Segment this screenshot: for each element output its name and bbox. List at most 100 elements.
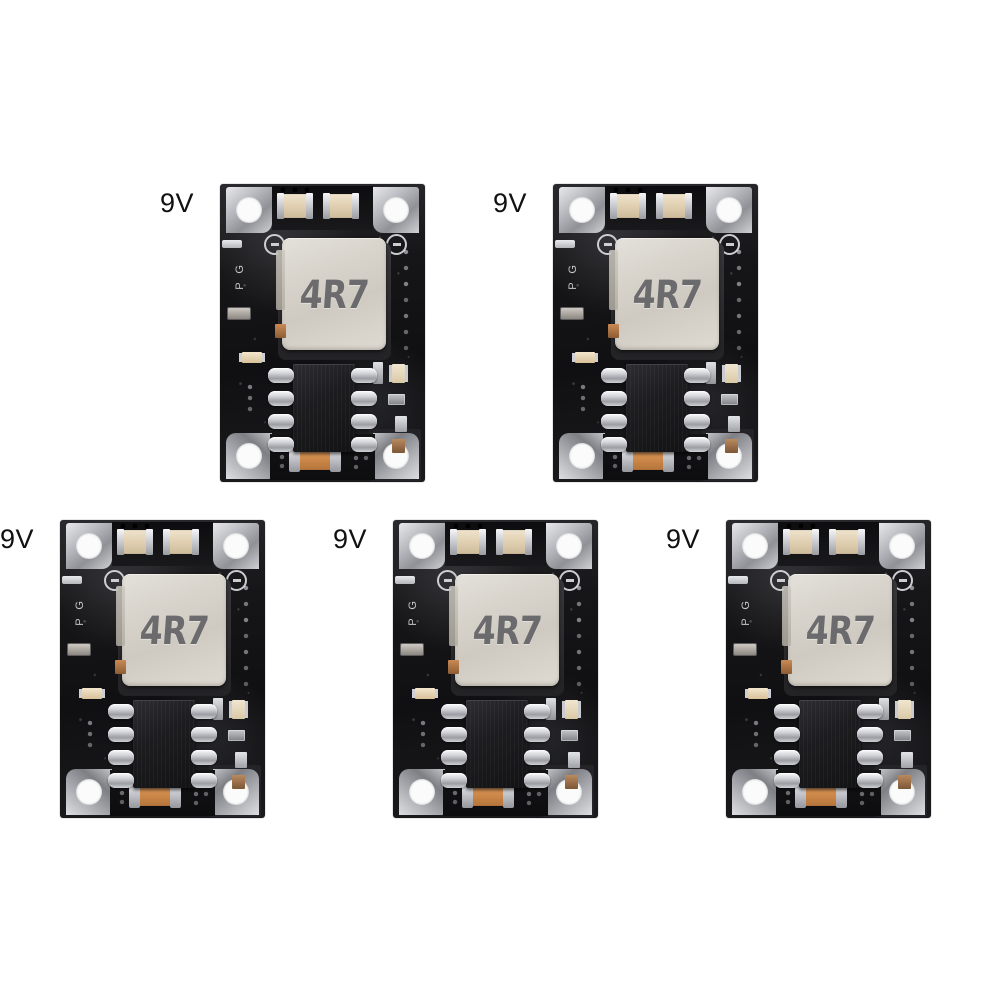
- ic-pin: [684, 437, 710, 452]
- smd-component-right: [213, 698, 223, 720]
- ic-pin: [351, 437, 377, 452]
- smd-component-right: [232, 775, 245, 789]
- via-group-bottom-left: [118, 780, 126, 806]
- ic-pin: [857, 727, 883, 742]
- inductor-marking-text: 4R7: [804, 606, 876, 654]
- converter-module[interactable]: 9V P G 4R7: [333, 508, 633, 828]
- mounting-hole-bottom-left: [226, 433, 272, 479]
- ic-pin: [191, 773, 217, 788]
- ic-pin: [774, 727, 800, 742]
- via-column-right: [735, 246, 744, 366]
- mounting-hole-top-left: [399, 523, 445, 569]
- smd-capacitor-top-right: [163, 529, 199, 555]
- via-dots-top: [118, 523, 168, 530]
- ic-pin: [268, 437, 294, 452]
- ic-pin: [524, 750, 550, 765]
- smd-component-right: [546, 698, 556, 720]
- smd-component-right: [898, 775, 911, 789]
- ic-pin: [601, 391, 627, 406]
- regulator-ic: [466, 700, 528, 788]
- hole-circle: [236, 443, 262, 469]
- smd-capacitor-top-left: [610, 193, 646, 219]
- hole-circle: [742, 533, 768, 559]
- ic-pin: [524, 727, 550, 742]
- converter-module[interactable]: 9V P G 4R7: [666, 508, 966, 828]
- ic-pin: [441, 773, 467, 788]
- smd-capacitor-left: [82, 688, 102, 699]
- smd-component-right: [373, 362, 383, 384]
- smd-resistor-left-edge: [734, 644, 756, 655]
- ic-pin: [441, 750, 467, 765]
- hole-circle: [742, 779, 768, 805]
- smd-component-right: [565, 700, 578, 719]
- via-dots-top: [784, 523, 834, 530]
- smd-capacitor-left: [242, 352, 262, 363]
- smd-resistor-left-edge: [401, 644, 423, 655]
- pcb-board: P G 4R7: [726, 520, 931, 818]
- converter-module[interactable]: 9V P G 4R7: [493, 172, 793, 492]
- via-column-left: [246, 382, 255, 412]
- hole-circle: [889, 533, 915, 559]
- inductor-copper-terminal: [448, 660, 459, 674]
- ic-pin: [601, 368, 627, 383]
- via-column-left: [752, 718, 761, 748]
- mounting-hole-bottom-left: [559, 433, 605, 479]
- smd-capacitor-top-left: [277, 193, 313, 219]
- regulator-ic: [293, 364, 355, 452]
- edge-trace-nub: [395, 576, 415, 584]
- mounting-hole-top-right: [546, 523, 592, 569]
- silkscreen-pg-label: P G: [74, 598, 86, 626]
- edge-trace-nub: [728, 576, 748, 584]
- via-column-right: [242, 582, 251, 702]
- smd-capacitor-top-left: [450, 529, 486, 555]
- inductor-marking-text: 4R7: [298, 270, 370, 318]
- ic-pin: [351, 414, 377, 429]
- mounting-hole-top-right: [879, 523, 925, 569]
- via-dots-top: [451, 523, 501, 530]
- via-dots-top: [611, 187, 661, 194]
- via-column-left: [86, 718, 95, 748]
- via-column-right: [908, 582, 917, 702]
- smd-capacitor-left: [575, 352, 595, 363]
- smd-component-right: [565, 775, 578, 789]
- inductor-side-notch: [449, 586, 458, 646]
- smd-resistor-left-edge: [561, 308, 583, 319]
- power-inductor: 4R7: [122, 574, 226, 686]
- inductor-copper-terminal: [608, 324, 619, 338]
- converter-module[interactable]: 9V P G 4R7: [0, 508, 300, 828]
- smd-component-right: [725, 364, 738, 383]
- inductor-marking-text: 4R7: [631, 270, 703, 318]
- mounting-hole-bottom-left: [732, 769, 778, 815]
- ic-pin: [857, 750, 883, 765]
- smd-component-right: [894, 730, 911, 741]
- smd-capacitor-top-right: [656, 193, 692, 219]
- ic-pin: [774, 773, 800, 788]
- ic-pin: [108, 750, 134, 765]
- inductor-copper-terminal: [781, 660, 792, 674]
- voltage-label: 9V: [333, 524, 368, 554]
- ic-pin: [108, 704, 134, 719]
- ic-pin: [684, 391, 710, 406]
- mounting-hole-top-left: [559, 187, 605, 233]
- hole-circle: [409, 779, 435, 805]
- ic-pin: [108, 727, 134, 742]
- smd-resistor-left-edge: [68, 644, 90, 655]
- power-inductor: 4R7: [455, 574, 559, 686]
- smd-capacitor-top-right: [829, 529, 865, 555]
- via-group-bottom-left: [451, 780, 459, 806]
- smd-component-right: [392, 439, 405, 453]
- voltage-label: 9V: [160, 188, 195, 218]
- inductor-marking-text: 4R7: [471, 606, 543, 654]
- voltage-label: 9V: [666, 524, 701, 554]
- mounting-hole-top-left: [66, 523, 112, 569]
- mounting-hole-bottom-left: [66, 769, 112, 815]
- inductor-side-notch: [782, 586, 791, 646]
- hole-circle: [716, 197, 742, 223]
- edge-trace-nub: [555, 240, 575, 248]
- converter-module[interactable]: 9V P G 4R7: [160, 172, 460, 492]
- voltage-label: 9V: [0, 524, 35, 554]
- smd-component-right: [898, 700, 911, 719]
- inductor-marking-text: 4R7: [138, 606, 210, 654]
- mounting-hole-bottom-left: [399, 769, 445, 815]
